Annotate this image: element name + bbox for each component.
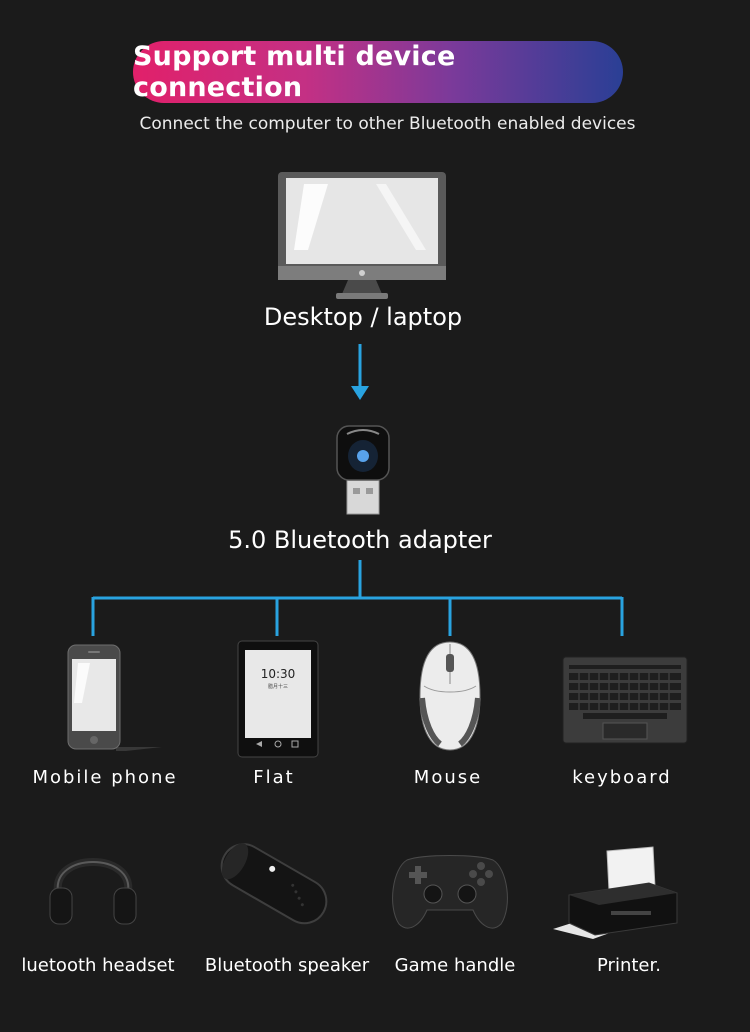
mouse-icon [416, 638, 484, 754]
page-title: Support multi device connection [133, 41, 456, 103]
device-label-keyboard: keyboard [572, 767, 672, 788]
connector-lines [91, 344, 624, 636]
source-label: Desktop / laptop [263, 303, 463, 331]
gamepad-icon [387, 850, 513, 932]
tablet-date: 腊月十三 [268, 683, 288, 690]
page-subtitle: Connect the computer to other Bluetooth … [139, 114, 636, 134]
device-label-mobile-phone: Mobile phone [32, 767, 178, 788]
keyboard-icon [561, 655, 689, 745]
printer-icon [553, 843, 683, 941]
tablet-time: 10:30 [261, 667, 296, 681]
device-label-printer: Printer. [597, 955, 661, 976]
monitor-icon [276, 170, 448, 302]
device-label-speaker: Bluetooth speaker [204, 955, 370, 976]
device-label-flat: Flat [253, 767, 295, 788]
speaker-icon [212, 828, 338, 936]
adapter-label: 5.0 Bluetooth adapter [228, 526, 492, 554]
arrow-down-icon [351, 386, 369, 400]
device-label-gamepad: Game handle [394, 955, 516, 976]
tablet-icon: 10:30 腊月十三 [237, 640, 319, 758]
headset-icon [46, 832, 140, 928]
bluetooth-adapter-icon [333, 424, 393, 516]
device-label-headset: luetooth headset [21, 955, 175, 976]
title-banner: Support multi device connection [133, 41, 623, 103]
mobile-phone-icon [66, 643, 162, 751]
device-label-mouse: Mouse [413, 767, 483, 788]
